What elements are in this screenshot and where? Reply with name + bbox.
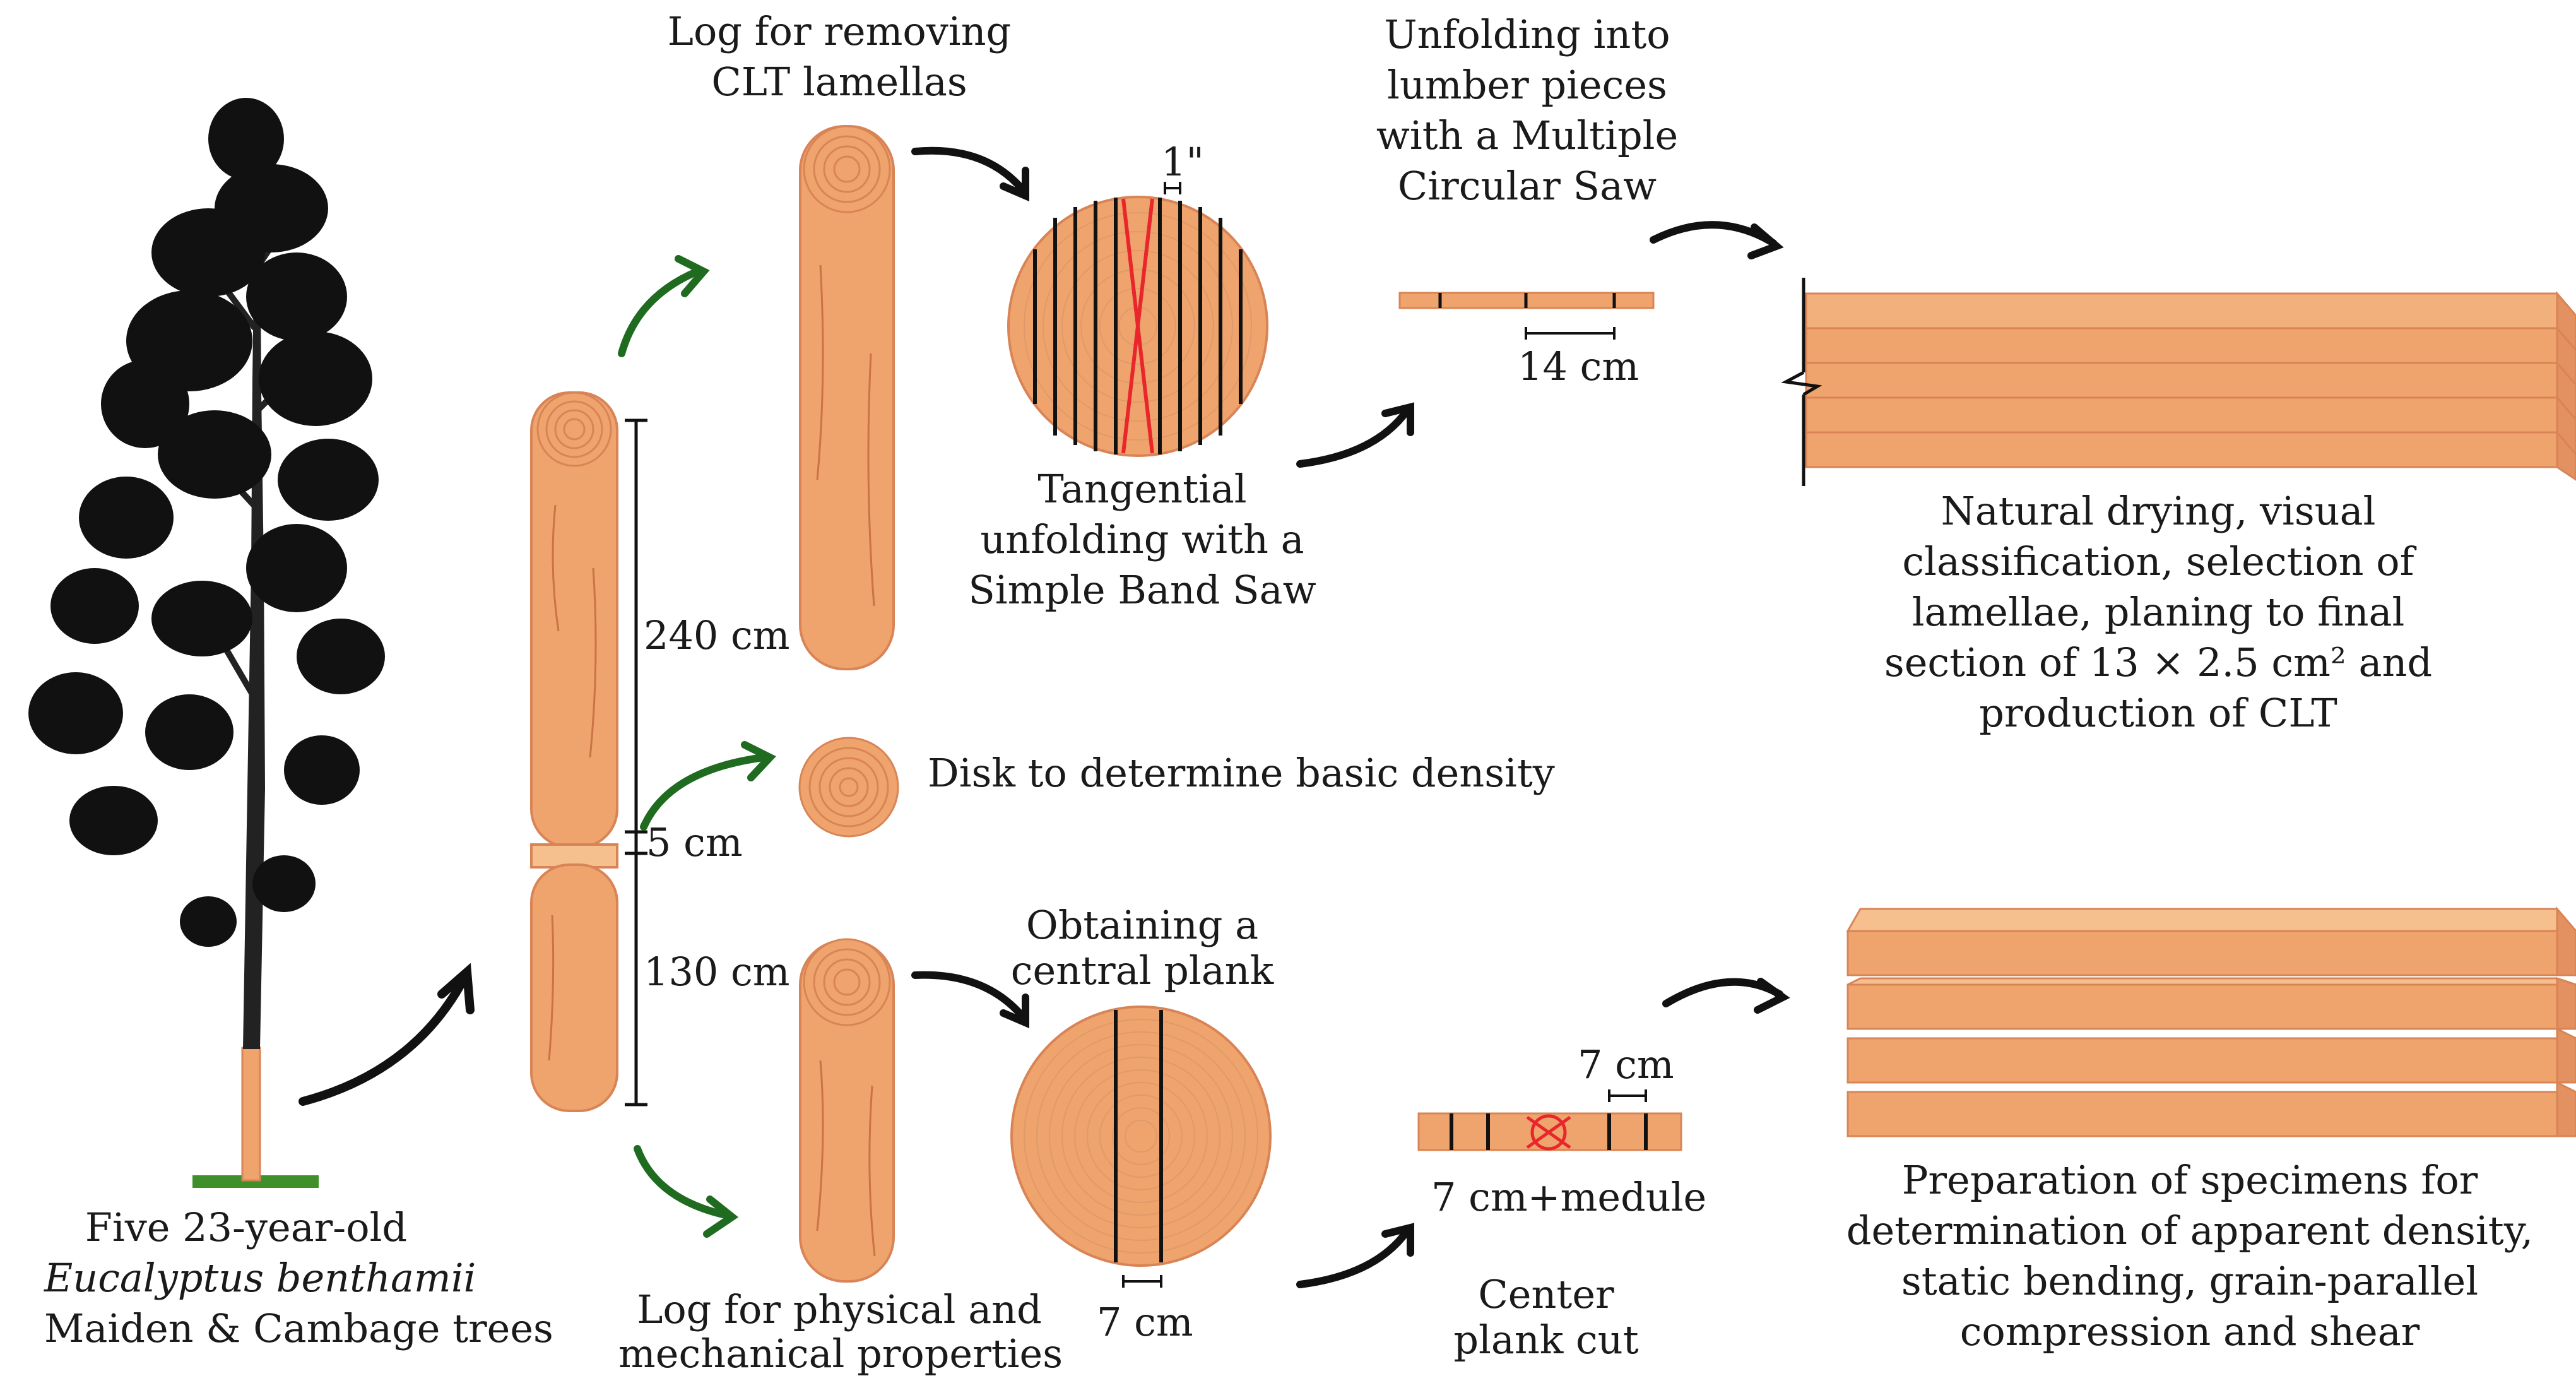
trees-label-line3: Maiden & Cambage trees [44,1305,553,1351]
central-plank-section [1010,1005,1272,1288]
clt-log-label-line2: CLT lamellas [711,59,967,105]
tree-trunk-base [241,1047,261,1182]
clt-result-label-line5: production of CLT [1979,690,2337,736]
specimens-label-line1: Preparation of specimens for [1901,1157,2478,1203]
trees-label-line1: Five 23-year-old [85,1204,408,1250]
unfolding-label-line2: lumber pieces [1387,62,1667,108]
clt-result-label-line2: classification, selection of [1902,538,2414,584]
tangential-label: Tangential unfolding with a Simple Band … [947,464,1338,615]
clt-result-label-line1: Natural drying, visual [1941,488,2376,534]
arrow-black-log-to-bandsaw [911,146,1029,202]
arrow-green-to-phys-log [634,1145,739,1238]
center-cut-label-line1: Center [1478,1271,1614,1317]
trees-label: Five 23-year-old Eucalyptus benthamii Ma… [44,1202,553,1354]
density-disk [798,737,899,838]
center-cut-label: Center plank cut [1407,1272,1685,1363]
phys-log-label-line1: Log for physical and [637,1286,1042,1332]
phys-log-label-line2: mechanical properties [618,1331,1063,1377]
central-plank-label: Obtaining a central plank [984,903,1300,994]
dim-lumber-width: 14 cm [1518,343,1640,389]
arrow-black-log-to-plank [911,971,1029,1029]
medulla-cut-red [1121,198,1154,454]
dim-plank-medulla: 7 cm+medule [1431,1174,1707,1220]
dim-lower-log: 130 cm [644,949,790,995]
specimens-label-line4: compression and shear [1959,1308,2420,1355]
arrow-green-to-clt-log [618,255,710,357]
tangential-label-line2: unfolding with a [980,516,1304,562]
arrow-green-to-disk [640,741,776,831]
unfolding-label: Unfolding into lumber pieces with a Mult… [1350,9,1704,211]
grass [192,1175,319,1188]
arrow-black-lumber-to-clt [1650,221,1784,259]
tangential-label-line3: Simple Band Saw [968,567,1316,613]
dim-plank-piece: 7 cm [1578,1041,1674,1088]
unfolding-label-line1: Unfolding into [1384,11,1670,57]
specimens-label-line2: determination of apparent density, [1846,1207,2534,1254]
unfolding-label-line3: with a Multiple [1376,112,1679,158]
clt-stack [1781,278,2576,486]
main-log-end-rings [536,391,612,467]
phys-log [799,938,895,1283]
central-plank-label-line1: Obtaining a [1025,902,1259,948]
band-saw-cut-lines [1033,198,1243,454]
lumber-piece [1398,292,1655,340]
clt-log-label: Log for removing CLT lamellas [650,6,1029,107]
dim-plank-cut: 7 cm [1097,1299,1193,1345]
arrow-black-tree-to-log [298,963,475,1106]
center-cut-label-line2: plank cut [1453,1317,1639,1363]
main-log [530,391,618,1112]
arrow-black-plank-to-cut [1296,1223,1414,1288]
phys-log-label: Log for physical and mechanical properti… [618,1286,1063,1377]
dim-disk: 5 cm [646,819,743,865]
eucalyptus-tree-icon [28,98,385,1188]
band-saw-section [1007,182,1268,457]
clt-result-label-line4: section of 13 × 2.5 cm² and [1884,639,2433,685]
disk-label: Disk to determine basic density [928,750,1555,796]
main-log-grain [548,504,597,1061]
center-plank-piece [1417,1089,1682,1151]
unfolding-label-line4: Circular Saw [1397,163,1657,209]
main-log-lower [530,863,618,1112]
arrow-black-cut-to-specimens [1662,978,1790,1014]
specimens-label: Preparation of specimens for determinati… [1817,1155,2562,1357]
specimen-stack [1846,906,2576,1137]
tangential-label-line1: Tangential [1037,466,1247,512]
clt-result-label: Natural drying, visual classification, s… [1843,486,2474,738]
dim-band-saw-cut: 1" [1161,139,1204,185]
tree-canopy [28,98,385,947]
dim-upper-log: 240 cm [644,612,790,658]
trees-label-species: Eucalyptus benthamii [44,1255,476,1301]
clt-log [799,125,895,670]
specimens-label-line3: static bending, grain-parallel [1901,1258,2479,1304]
central-plank-label-line2: central plank [1010,947,1274,994]
clt-log-label-line1: Log for removing [667,8,1012,54]
arrow-black-bandsaw-to-lumber [1296,402,1414,468]
dimension-line [625,418,647,1106]
clt-result-label-line3: lamellae, planing to final [1911,589,2405,635]
